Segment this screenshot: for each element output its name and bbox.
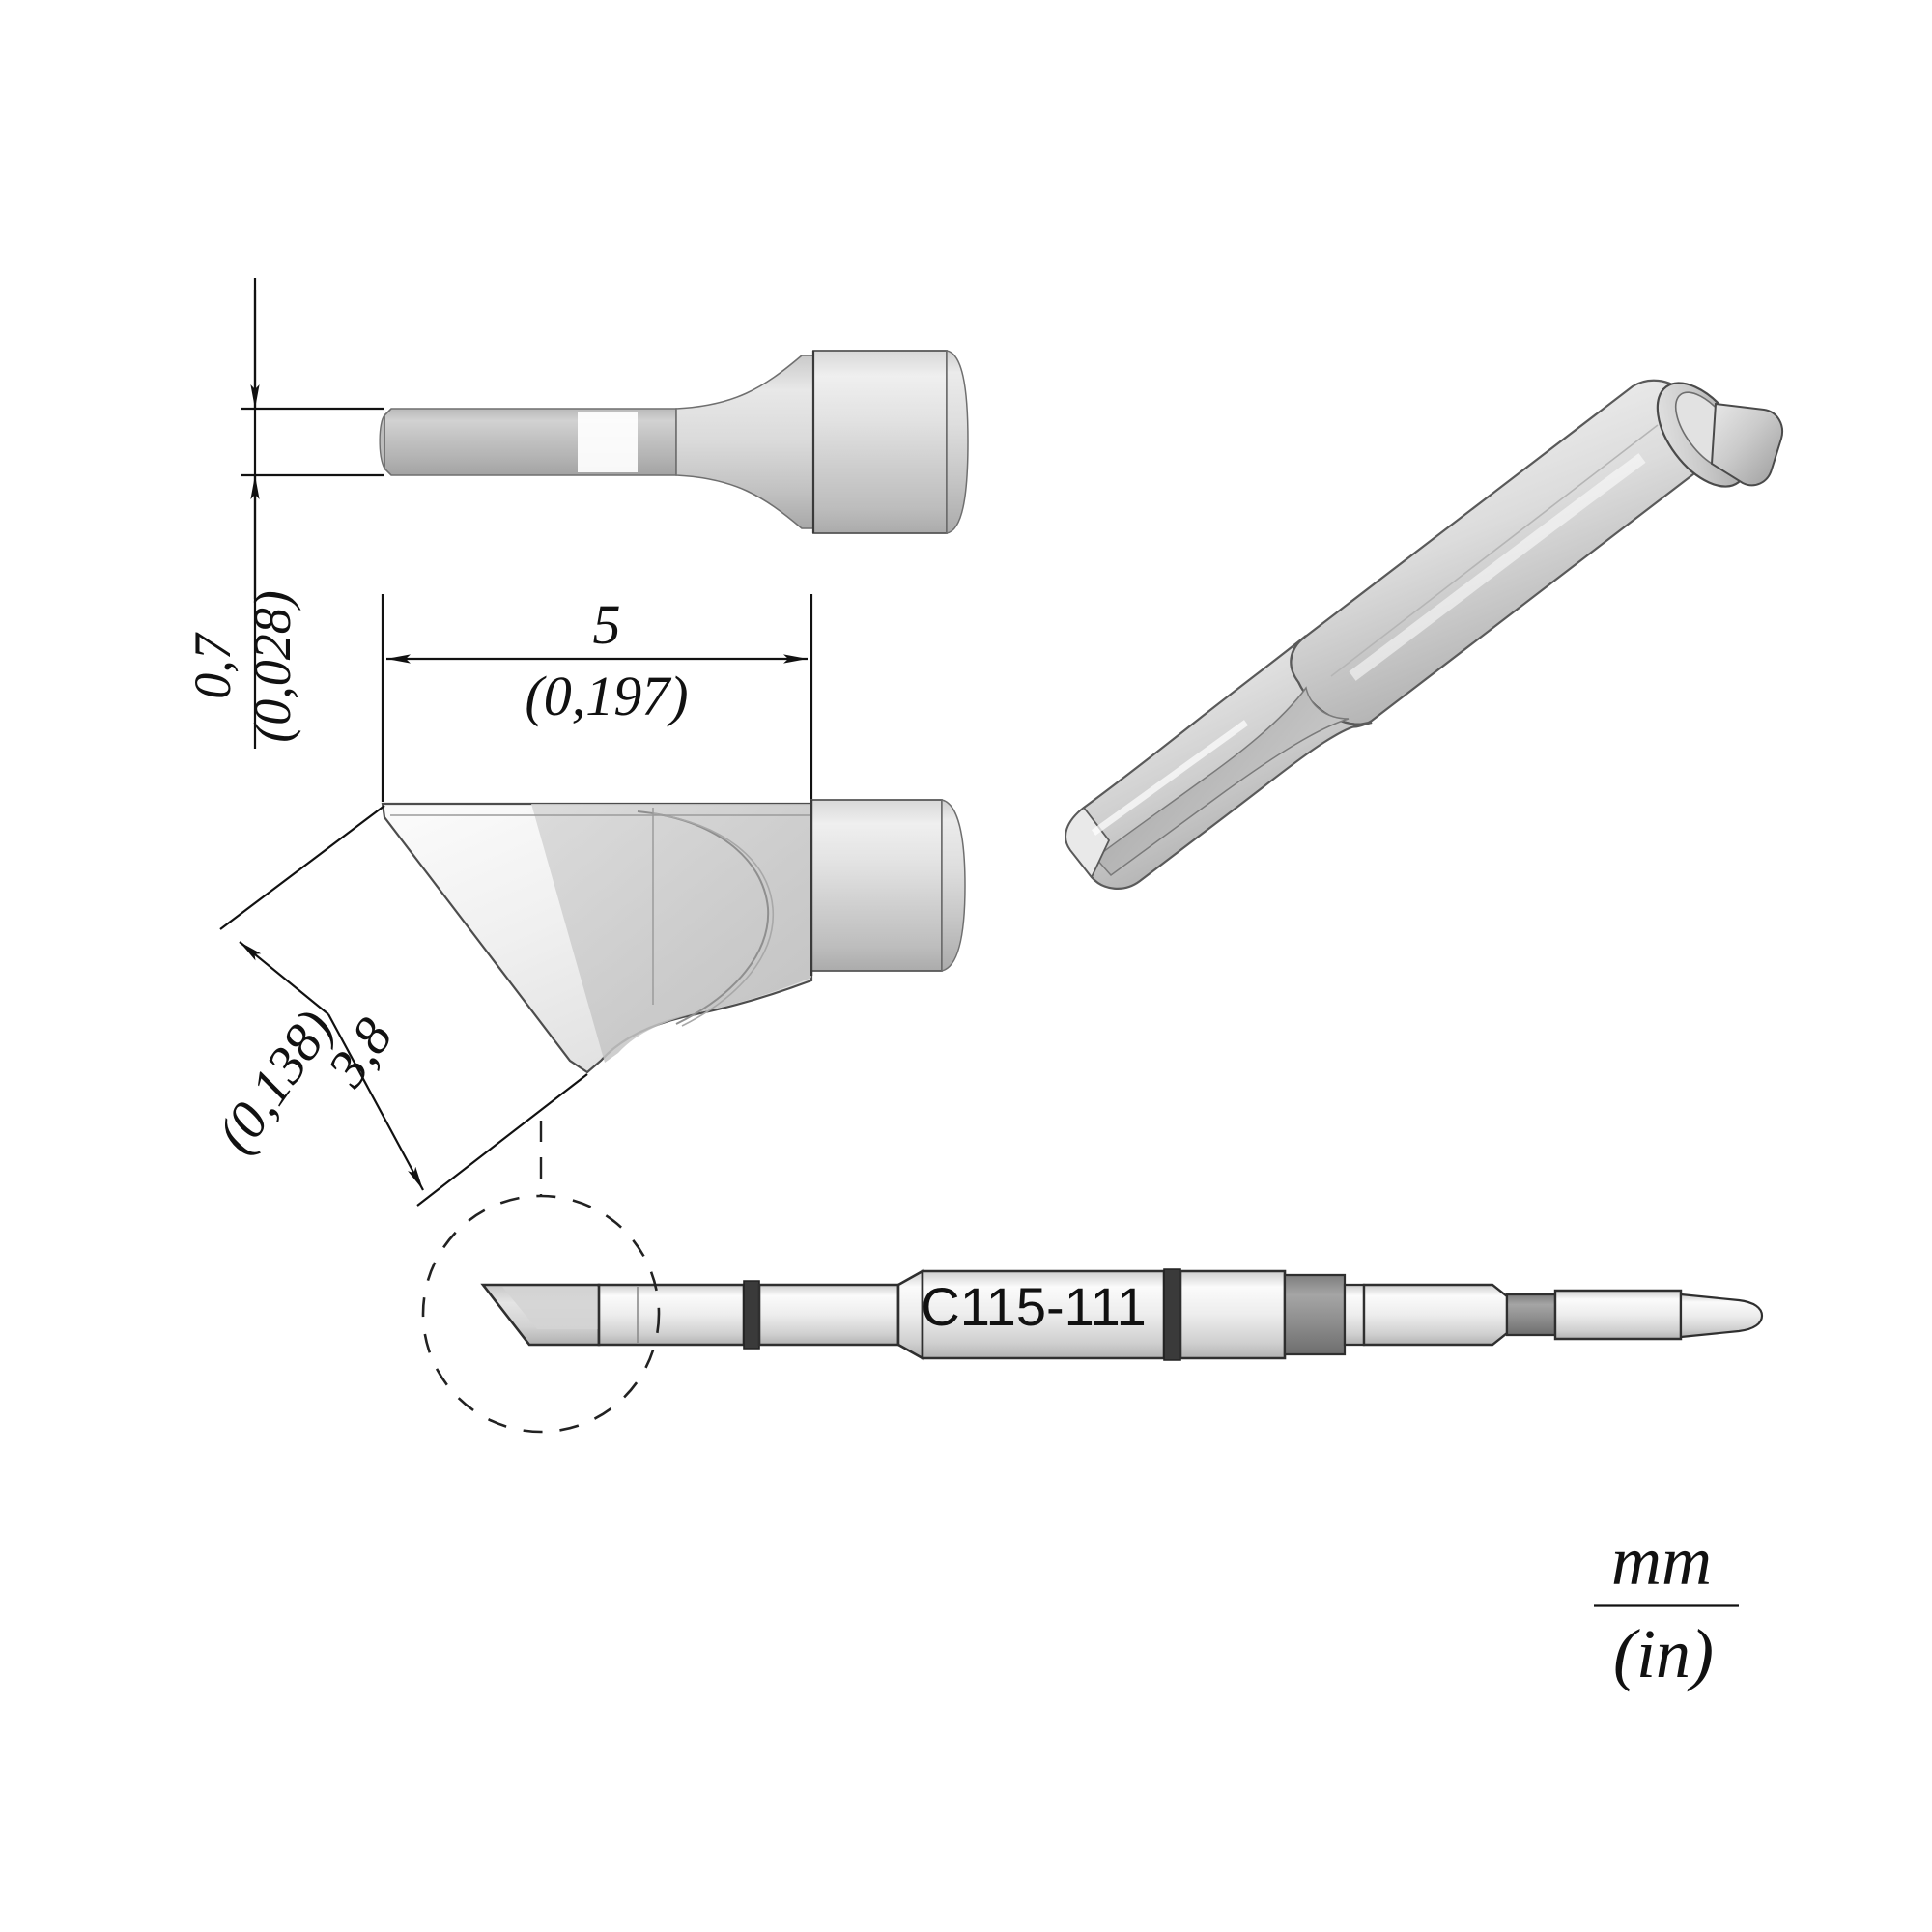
top-view-body-end xyxy=(946,350,969,534)
top-view-blade-tip xyxy=(379,413,385,469)
units-mm: mm xyxy=(1611,1522,1712,1600)
dim-bevel-ext-upper xyxy=(219,805,385,930)
dim-bevel-ext-lower xyxy=(416,1073,588,1207)
side-view-cut-shading xyxy=(531,804,811,1063)
dim-bevel-arrow-lower xyxy=(327,1013,424,1191)
view-assembly-cartridge: C115-111 xyxy=(421,1121,1764,1434)
assembly-taper-1 xyxy=(896,1268,924,1361)
iso-bevel-scoop xyxy=(1094,686,1350,877)
units-note: mm (in) xyxy=(1594,1522,1739,1692)
dimension-blade-thickness: 0,7 (0,028) xyxy=(184,278,384,749)
assembly-tip-shade xyxy=(502,1287,599,1329)
dimension-blade-length: 5 (0,197) xyxy=(381,593,813,802)
assembly-rear-pin xyxy=(1679,1293,1764,1339)
assembly-contact-band-1 xyxy=(1283,1273,1347,1356)
side-view-scoop-arc xyxy=(637,810,770,1025)
view-side-bevel xyxy=(381,799,966,1074)
iso-tip-flat-face xyxy=(1065,806,1111,879)
view-isometric-cartridge xyxy=(1065,379,1783,890)
side-view-scoop-arc-inner xyxy=(652,812,775,1027)
iso-rear-stub xyxy=(1710,402,1783,487)
dim-thickness-inch: (0,028) xyxy=(243,590,301,742)
assembly-connector-1 xyxy=(1362,1283,1509,1347)
iso-barrel-highlight xyxy=(1349,453,1646,681)
dim-bevel-inch: (0,138) xyxy=(206,1000,345,1163)
units-in: (in) xyxy=(1613,1615,1714,1692)
side-view-body xyxy=(810,799,943,972)
assembly-ring-a xyxy=(743,1280,760,1350)
assembly-ring-b xyxy=(1163,1268,1181,1361)
dim-length-mm: 5 xyxy=(593,593,621,656)
assembly-shank-1 xyxy=(597,1283,746,1347)
assembly-shank-2 xyxy=(757,1283,900,1347)
iso-tip-highlight xyxy=(1091,720,1249,836)
part-number-label: C115-111 xyxy=(921,1276,1147,1337)
view-top-flat-blade xyxy=(379,350,969,534)
top-view-taper xyxy=(675,355,814,529)
side-view-body-end xyxy=(941,799,966,972)
assembly-connector-2 xyxy=(1553,1289,1683,1341)
assembly-barrel-rear xyxy=(1179,1269,1287,1360)
top-view-blade-highlight xyxy=(578,412,638,472)
iso-barrel-seam xyxy=(1330,424,1659,677)
dim-bevel-arrow-upper xyxy=(239,941,329,1015)
assembly-contact-band-2 xyxy=(1505,1293,1557,1337)
dim-length-inch: (0,197) xyxy=(525,665,688,727)
dim-thickness-mm: 0,7 xyxy=(184,632,242,699)
assembly-step-1 xyxy=(1343,1283,1366,1347)
top-view-body xyxy=(812,350,948,534)
